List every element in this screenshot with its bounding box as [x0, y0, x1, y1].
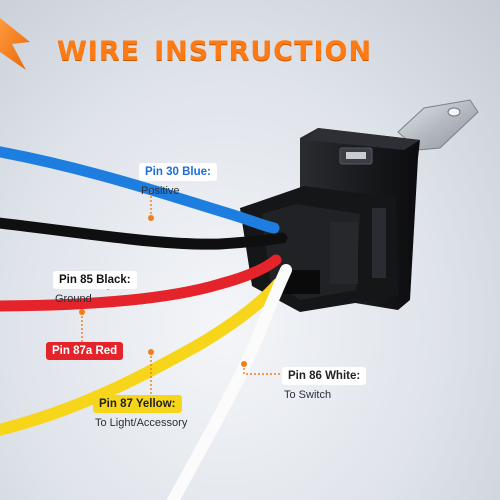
- page-title: WIRE INSTRUCTION: [57, 36, 372, 67]
- pin-30-label: Pin 30 Blue: Positive: [139, 162, 217, 197]
- pin-87a-badge: Pin 87a Red: [46, 342, 124, 360]
- pin-85-badge: Pin 85 Black:: [53, 271, 137, 289]
- pin-85-desc: Ground: [55, 293, 92, 305]
- pin-87a-label: Pin 87a Red: [46, 341, 124, 360]
- pin-30-desc: Positive: [141, 185, 180, 197]
- pin-87-badge: Pin 87 Yellow:: [93, 395, 182, 413]
- lightning-bolt-icon: [0, 18, 30, 70]
- pin-30-badge: Pin 30 Blue:: [139, 163, 217, 181]
- wire-blue: [0, 146, 280, 234]
- wire-black: [0, 217, 288, 250]
- title-word-1: WIRE: [57, 36, 141, 67]
- pin-87-desc: To Light/Accessory: [95, 417, 188, 429]
- wire-yellow: [0, 278, 284, 436]
- pin-86-desc: To Switch: [284, 389, 332, 401]
- pin-87-label: Pin 87 Yellow: To Light/Accessory: [93, 394, 187, 429]
- pin-85-label: Pin 85 Black: Ground: [53, 270, 137, 305]
- wire-red: [0, 254, 282, 312]
- pin-86-label: Pin 86 White: To Switch: [282, 366, 367, 401]
- pin-86-badge: Pin 86 White:: [282, 367, 367, 385]
- title-word-2: INSTRUCTION: [154, 36, 373, 67]
- wire-white: [166, 264, 292, 500]
- relay-icon: [240, 128, 420, 312]
